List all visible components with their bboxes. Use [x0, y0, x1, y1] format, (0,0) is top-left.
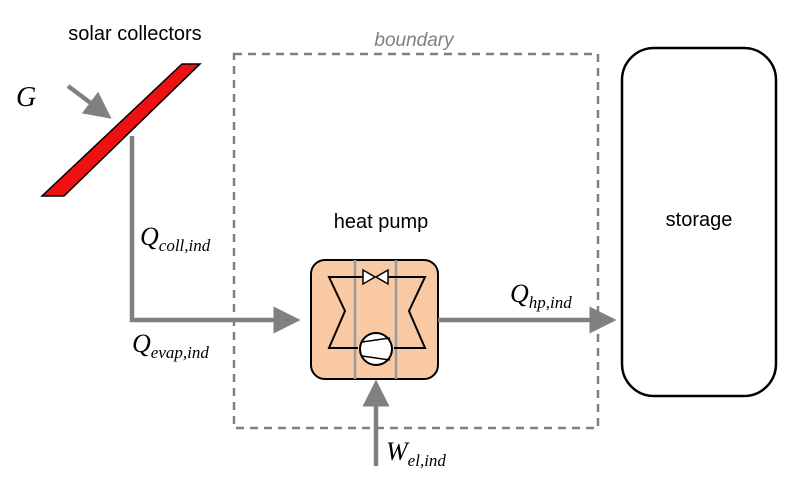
solar-collector-panel	[40, 63, 202, 197]
w-el-symbol: W	[386, 437, 410, 466]
boundary-label: boundary	[374, 30, 455, 51]
storage-label: storage	[666, 209, 733, 231]
collector-to-evaporator-flow	[129, 136, 301, 334]
w-el-subscript: el,ind	[408, 451, 447, 470]
q-coll-symbol: Q	[140, 222, 159, 251]
q-hp-subscript: hp,ind	[529, 293, 572, 312]
condenser-zigzag	[394, 276, 427, 349]
irradiance-arrow	[66, 84, 112, 119]
q-evap-symbol: Q	[132, 329, 151, 358]
q-coll-subscript: coll,ind	[159, 236, 211, 255]
evaporator-zigzag	[327, 276, 358, 349]
system-boundary	[232, 52, 600, 430]
expansion-valve-icon	[362, 268, 389, 286]
q-evap-subscript: evap,ind	[151, 343, 210, 362]
heat-pump-unit	[310, 259, 439, 380]
heat-pump-label: heat pump	[334, 211, 429, 233]
w-el-label: Wel,ind	[386, 437, 446, 470]
q-hp-symbol: Q	[510, 279, 529, 308]
irradiance-label: G	[16, 82, 36, 113]
q-evap-label: Qevap,ind	[132, 329, 209, 362]
storage-tank	[620, 46, 778, 398]
q-hp-label: Qhp,ind	[510, 279, 572, 312]
solar-collectors-label: solar collectors	[68, 23, 201, 45]
compressor-symbol	[361, 337, 391, 361]
q-coll-label: Qcoll,ind	[140, 222, 211, 255]
